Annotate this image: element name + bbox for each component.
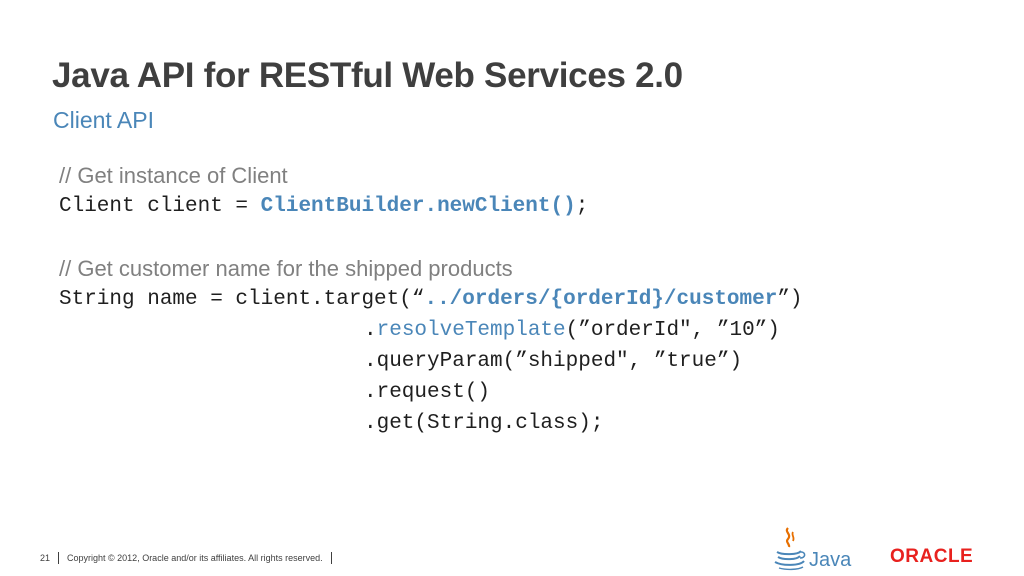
java-coffee-cup-icon	[774, 527, 806, 571]
copyright-text: Copyright © 2012, Oracle and/or its affi…	[67, 553, 323, 563]
footer-divider	[58, 552, 60, 564]
code-highlight: ../orders/{orderId}/customer	[424, 288, 778, 311]
code-text: String name = client.target(“	[59, 288, 425, 311]
code-text: (”orderId", ”10”)	[565, 319, 780, 342]
code-line: .request()	[364, 381, 491, 404]
oracle-logo: ORACLE	[890, 546, 974, 567]
code-highlight: ClientBuilder.newClient()	[260, 195, 576, 218]
footer-divider	[330, 552, 332, 564]
code-line: .queryParam(”shipped", ”true”)	[364, 350, 743, 373]
java-logo: Java	[774, 527, 852, 571]
code-text: ;	[575, 195, 589, 218]
slide-title: Java API for RESTful Web Services 2.0	[52, 56, 683, 95]
code-line: String name = client.target(“../orders/{…	[59, 284, 999, 315]
code-block: // Get instance of Client Client client …	[59, 160, 999, 439]
code-comment: // Get instance of Client	[59, 163, 288, 188]
code-text: .	[364, 319, 377, 342]
code-comment: // Get customer name for the shipped pro…	[59, 256, 513, 281]
code-text: ”)	[777, 288, 803, 311]
slide-footer: 21 Copyright © 2012, Oracle and/or its a…	[40, 552, 340, 564]
code-line: .resolveTemplate(”orderId", ”10”)	[59, 315, 999, 346]
page-number: 21	[40, 553, 51, 563]
code-line: Client client = ClientBuilder.newClient(…	[59, 191, 999, 222]
blank-line	[59, 222, 999, 253]
code-line: .get(String.class);	[364, 412, 604, 435]
java-logo-text: Java	[809, 549, 852, 571]
code-text: Client client =	[59, 195, 261, 218]
code-highlight: resolveTemplate	[376, 319, 566, 342]
slide-subtitle: Client API	[53, 107, 154, 133]
